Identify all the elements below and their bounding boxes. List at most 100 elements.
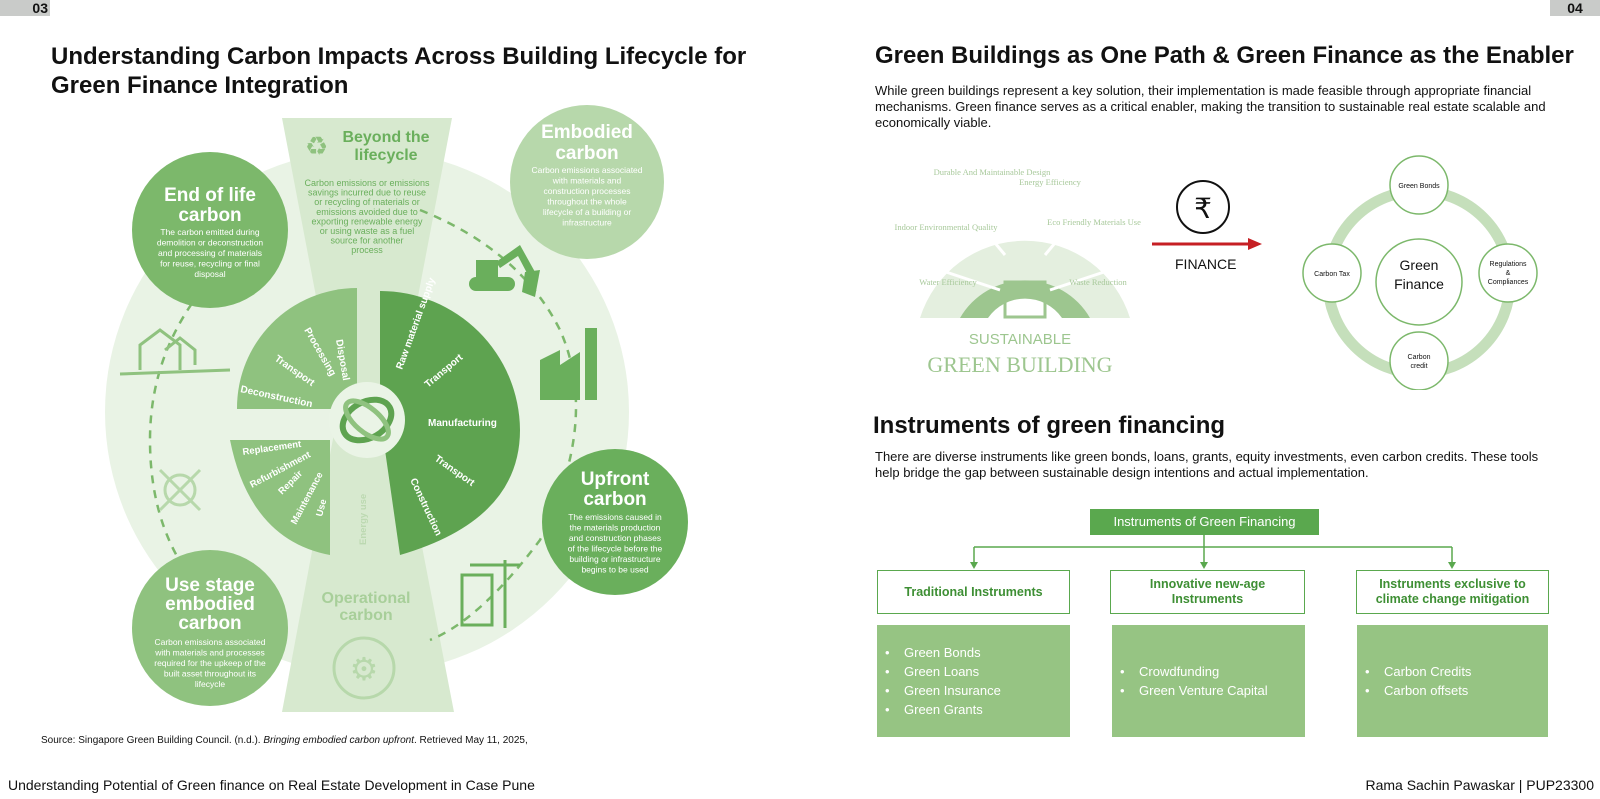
list-item: Crowdfunding [1120, 664, 1305, 679]
svg-text:Finance: Finance [1394, 276, 1444, 292]
source-title: Bringing embodied carbon upfront [263, 735, 414, 746]
description-line: process [351, 245, 383, 255]
innovative-instruments-list: Crowdfunding Green Venture Capital [1112, 625, 1305, 737]
tools-icon [158, 468, 202, 512]
description-line: or using waste as a fuel [320, 226, 415, 236]
seg-label: Manufacturing [428, 418, 497, 429]
endoflife-circle [132, 152, 288, 308]
globe-icon [339, 396, 395, 444]
green-building-fan [920, 150, 1130, 319]
carbon-credit-node [1389, 331, 1449, 390]
description-line: construction processes [544, 186, 631, 196]
operational-title-2: carbon [339, 607, 392, 624]
list-item: Green Loans [885, 664, 1070, 679]
endoflife-title-2: carbon [178, 205, 241, 226]
list-item: Carbon offsets [1365, 683, 1548, 698]
factory-icon [540, 328, 597, 400]
right-intro-text: While green buildings represent a key so… [875, 83, 1546, 130]
endoflife-title-1: End of life [164, 185, 256, 206]
description-line: throughout the whole [547, 197, 627, 207]
description-line: with materials and processes [154, 648, 265, 658]
gb-segment-label: Waste Reduction [1069, 277, 1127, 287]
excavator-icon [469, 245, 540, 297]
gb-segment-label: Water Efficiency [919, 277, 977, 287]
list-item: Carbon Credits [1365, 664, 1548, 679]
gb-label-2: GREEN BUILDING [927, 352, 1112, 377]
svg-text:Carbon: Carbon [1408, 354, 1431, 361]
energy-segment [336, 440, 376, 555]
eol-segment [236, 288, 357, 409]
green-finance-node [1375, 238, 1463, 326]
page-number-left: 03 [0, 0, 50, 16]
gb-segment-label: Eco Friendly Materials Use [1047, 217, 1141, 227]
description-line: building or infrastructure [569, 554, 660, 564]
description-line: source for another [330, 236, 403, 246]
usestage-title-3: carbon [178, 613, 241, 634]
regulations-node [1478, 243, 1538, 303]
description-line: Carbon emissions or emissions [304, 178, 430, 188]
svg-text:credit: credit [1410, 363, 1427, 370]
recycle-icon: ♻ [305, 132, 328, 162]
climate-instruments-list: Carbon Credits Carbon offsets [1357, 625, 1548, 737]
description-line: of the lifecycle before the [568, 544, 663, 554]
upfront-circle [542, 449, 688, 595]
svg-text:₹: ₹ [1194, 192, 1212, 225]
description-line: The carbon emitted during [160, 227, 259, 237]
description-line: savings incurred due to reuse [308, 188, 426, 198]
footer-right: Rama Sachin Pawaskar | PUP23300 [1365, 777, 1594, 793]
description-line: The emissions caused in [568, 512, 662, 522]
list-item: Green Grants [885, 702, 1070, 717]
operational-title-1: Operational [322, 590, 411, 607]
svg-text:Green Bonds: Green Bonds [1398, 183, 1440, 190]
rupee-icon [1176, 180, 1230, 234]
carbon-tax-node [1302, 243, 1362, 303]
house-icon [119, 328, 231, 376]
description-line: required for the upkeep of the [154, 658, 266, 668]
svg-text:Compliances: Compliances [1488, 279, 1529, 286]
climate-instruments-header: Instruments exclusive to climate change … [1356, 570, 1549, 614]
list-item: Green Venture Capital [1120, 683, 1305, 698]
left-page-title: Understanding Carbon Impacts Across Buil… [51, 43, 747, 99]
description-line: lifecycle [195, 679, 226, 689]
use-segment [230, 440, 330, 555]
description-line: with materials and [552, 176, 622, 186]
description-line: disposal [194, 269, 225, 279]
center-hub [329, 382, 405, 458]
description-line: lifecycle of a building or [543, 207, 632, 217]
instruments-intro-text: There are diverse instruments like green… [875, 449, 1539, 480]
upfront-segment [380, 291, 520, 555]
description-line: built asset throughout its [164, 669, 256, 679]
page-number-right: 04 [1550, 0, 1600, 16]
description-line: Carbon emissions associated [154, 637, 265, 647]
usestage-title-1: Use stage [165, 575, 255, 596]
upfront-title-2: carbon [583, 489, 646, 510]
upfront-title-1: Upfront [581, 469, 650, 490]
list-item: Green Insurance [885, 683, 1070, 698]
building-icon [1003, 280, 1047, 319]
innovative-instruments-header: Innovative new-age Instruments [1110, 570, 1305, 614]
beyond-title-2: lifecycle [354, 147, 417, 164]
source-citation: Source: Singapore Green Building Council… [41, 735, 528, 746]
description-line: and processing of materials [158, 248, 262, 258]
embodied-title-1: Embodied [541, 122, 633, 143]
description-line: exporting renewable energy [311, 216, 423, 226]
svg-text:&: & [1506, 270, 1511, 277]
description-line: demolition or deconstruction [157, 238, 264, 248]
gb-label-1: SUSTAINABLE [969, 331, 1071, 348]
description-line: Carbon emissions associated [531, 165, 642, 175]
dashed-flow-path [419, 208, 578, 642]
traditional-instruments-list: Green Bonds Green Loans Green Insurance … [877, 625, 1070, 737]
seg-label: Use [314, 498, 329, 518]
description-line: for reuse, recycling or final [160, 259, 260, 269]
description-line: emissions avoided due to [316, 207, 418, 217]
finance-label: FINANCE [1175, 256, 1237, 272]
usestage-title-2: embodied [165, 594, 255, 615]
list-item: Green Bonds [885, 645, 1070, 660]
gb-segment-label: Indoor Environmental Quality [895, 222, 999, 232]
description-line: the materials production [570, 523, 661, 533]
gb-segment-label: Energy Efficiency [1019, 177, 1082, 187]
